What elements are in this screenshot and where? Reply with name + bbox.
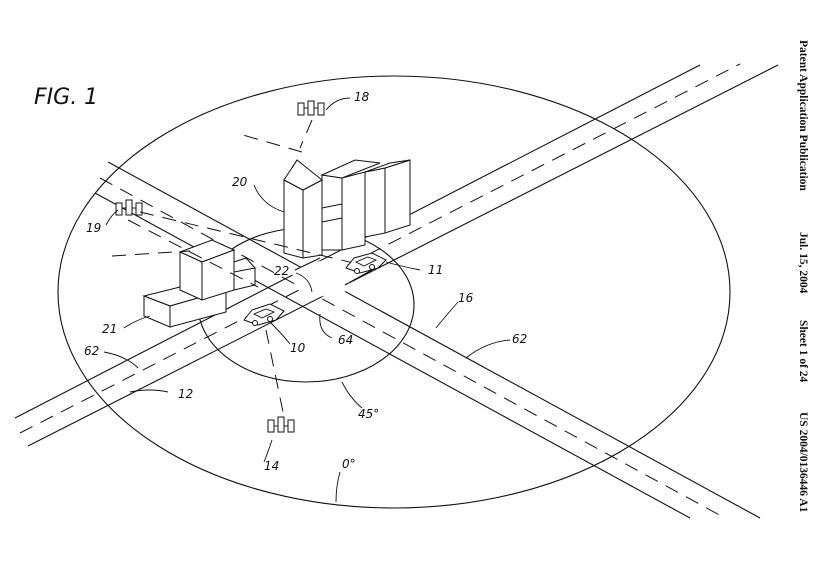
satellite-icon: [267, 416, 295, 433]
ref-16: 16: [458, 291, 474, 305]
car-icon: [345, 252, 387, 274]
patent-header: Patent Application Publication Jul. 15, …: [797, 40, 809, 513]
ref-45-degree: 45°: [358, 407, 379, 421]
road-16: [94, 161, 761, 519]
ref-14: 14: [264, 459, 279, 473]
sheet-number: Sheet 1 of 24: [797, 320, 809, 383]
figure-label: FIG. 1: [34, 85, 98, 110]
publication-date: Jul. 15, 2004: [797, 232, 809, 294]
ref-10: 10: [290, 341, 306, 355]
ref-22: 22: [274, 264, 289, 278]
leader-lines: [103, 97, 511, 503]
ref-62-right: 62: [512, 332, 527, 346]
satellite-icon: [297, 100, 325, 116]
ref-12: 12: [178, 387, 193, 401]
ref-0-degree: 0°: [342, 457, 356, 471]
building-21: [142, 239, 256, 328]
ref-21: 21: [102, 322, 117, 336]
ref-18: 18: [354, 90, 370, 104]
publication-number: US 2004/0136446 A1: [797, 412, 809, 513]
publication-type: Patent Application Publication: [797, 40, 809, 191]
ref-11: 11: [428, 263, 443, 277]
ref-64: 64: [338, 333, 353, 347]
satellite-icon: [115, 199, 143, 216]
road-12: [14, 63, 779, 447]
building-20: [283, 159, 411, 259]
ref-62-left: 62: [84, 344, 99, 358]
ref-19: 19: [86, 221, 101, 235]
horizon-circle: [57, 75, 731, 509]
line-of-sight: [111, 119, 363, 413]
ref-20: 20: [232, 175, 248, 189]
car-icon: [243, 303, 285, 326]
